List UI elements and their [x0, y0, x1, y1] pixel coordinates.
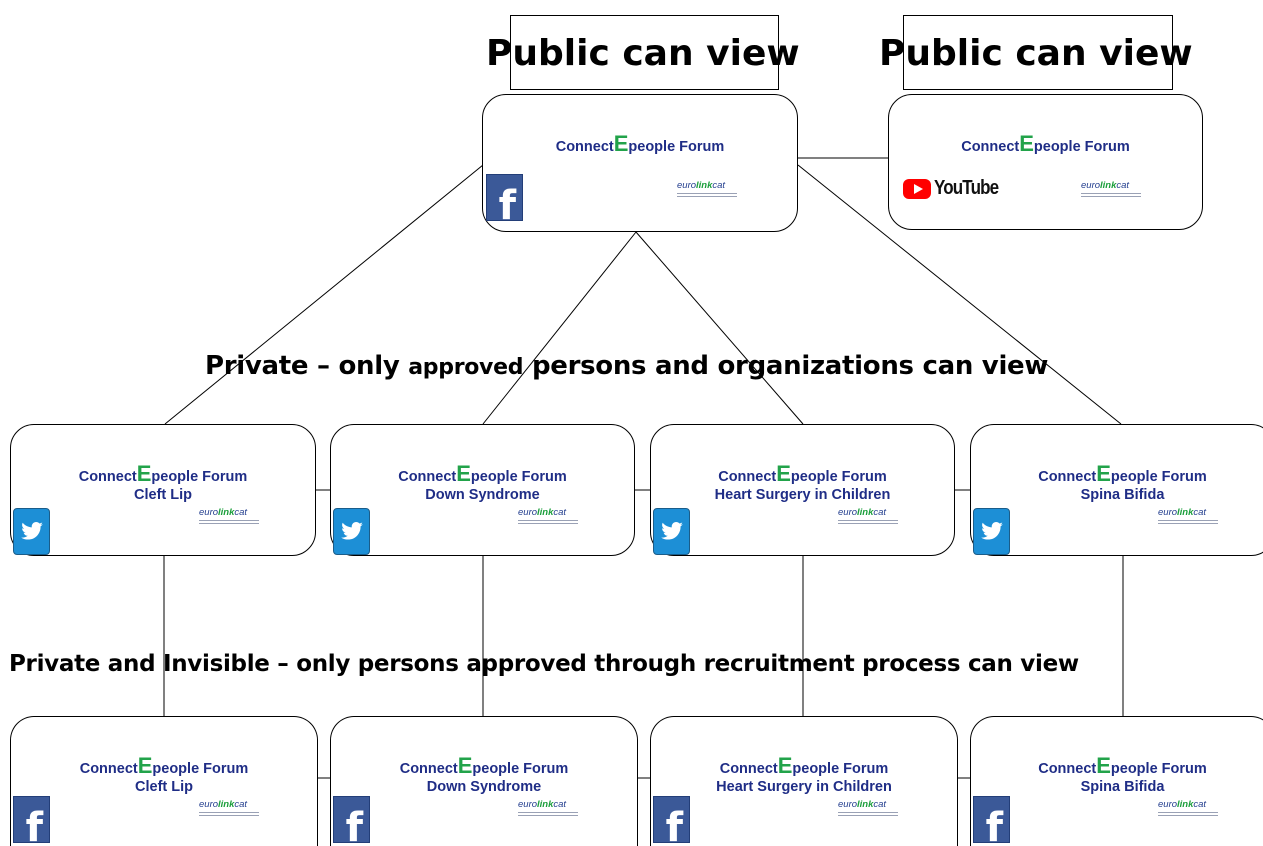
forum-topic: Cleft Lip: [135, 779, 193, 795]
connector-fb-down-a: [482, 231, 637, 425]
forum-title: ConnectEpeople Forum: [79, 753, 249, 778]
forum-topic: Heart Surgery in Children: [714, 487, 891, 503]
twitter-icon: [973, 508, 1010, 555]
facebook-icon: f: [13, 796, 50, 843]
forum-title: ConnectEpeople Forum: [1038, 753, 1207, 778]
forum-card-facebook-public[interactable]: ConnectEpeople Forum eurolinkcat f: [482, 94, 798, 232]
facebook-icon: f: [486, 174, 523, 221]
eurolinkcat-logo: eurolinkcat: [199, 508, 261, 528]
forum-title: ConnectEpeople Forum: [718, 461, 887, 486]
forum-card-twitter-spina-bifida[interactable]: ConnectEpeople Forum Spina Bifida euroli…: [970, 424, 1263, 556]
forum-title: ConnectEpeople Forum: [399, 753, 569, 778]
forum-card-facebook-down-syndrome[interactable]: ConnectEpeople Forum Down Syndrome eurol…: [330, 716, 638, 846]
eurolinkcat-logo: eurolinkcat: [518, 800, 580, 820]
facebook-icon: f: [973, 796, 1010, 843]
eurolinkcat-logo: eurolinkcat: [677, 181, 739, 201]
connector-fb-heart: [635, 231, 804, 425]
forum-topic: Down Syndrome: [426, 779, 542, 795]
eurolinkcat-logo: eurolinkcat: [1081, 181, 1143, 201]
connector-fb-spina: [797, 164, 1122, 425]
eurolinkcat-logo: eurolinkcat: [838, 800, 900, 820]
forum-card-twitter-cleft-lip[interactable]: ConnectEpeople Forum Cleft Lip eurolinkc…: [10, 424, 316, 556]
label-frame-left: [510, 15, 779, 90]
twitter-icon: [653, 508, 690, 555]
twitter-icon: [13, 508, 50, 555]
forum-card-youtube-public[interactable]: ConnectEpeople Forum YouTube eurolinkcat: [888, 94, 1203, 230]
youtube-icon: YouTube: [903, 177, 1010, 200]
forum-topic: Spina Bifida: [1080, 487, 1165, 503]
twitter-icon: [333, 508, 370, 555]
forum-topic: Down Syndrome: [425, 487, 540, 503]
eurolinkcat-logo: eurolinkcat: [1158, 508, 1220, 528]
forum-title: ConnectEpeople Forum: [719, 753, 889, 778]
facebook-icon: f: [653, 796, 690, 843]
forum-title: ConnectEpeople Forum: [961, 131, 1130, 156]
eurolinkcat-logo: eurolinkcat: [199, 800, 261, 820]
forum-topic: Spina Bifida: [1080, 779, 1165, 795]
forum-card-twitter-heart-surgery[interactable]: ConnectEpeople Forum Heart Surgery in Ch…: [650, 424, 955, 556]
eurolinkcat-logo: eurolinkcat: [1158, 800, 1220, 820]
public-label-left: Public can view: [486, 33, 800, 74]
forum-topic: Heart Surgery in Children: [716, 779, 892, 795]
forum-title: ConnectEpeople Forum: [398, 461, 567, 486]
public-label-right: Public can view: [879, 33, 1193, 74]
label-frame-right: [903, 15, 1173, 90]
forum-title: ConnectEpeople Forum: [555, 131, 725, 156]
level2-label: Private – only approved persons and orga…: [205, 351, 1049, 381]
forum-topic: Cleft Lip: [134, 487, 192, 503]
facebook-icon: f: [333, 796, 370, 843]
forum-card-facebook-heart-surgery[interactable]: ConnectEpeople Forum Heart Surgery in Ch…: [650, 716, 958, 846]
forum-card-facebook-spina-bifida[interactable]: ConnectEpeople Forum Spina Bifida euroli…: [970, 716, 1263, 846]
forum-card-facebook-cleft-lip[interactable]: ConnectEpeople Forum Cleft Lip eurolinkc…: [10, 716, 318, 846]
eurolinkcat-logo: eurolinkcat: [838, 508, 900, 528]
forum-title: ConnectEpeople Forum: [78, 461, 248, 486]
eurolinkcat-logo: eurolinkcat: [518, 508, 580, 528]
forum-title: ConnectEpeople Forum: [1038, 461, 1207, 486]
connector-fb-cleftlip: [164, 164, 484, 425]
forum-card-twitter-down-syndrome[interactable]: ConnectEpeople Forum Down Syndrome eurol…: [330, 424, 635, 556]
level3-label: Private and Invisible – only persons app…: [9, 651, 1079, 677]
